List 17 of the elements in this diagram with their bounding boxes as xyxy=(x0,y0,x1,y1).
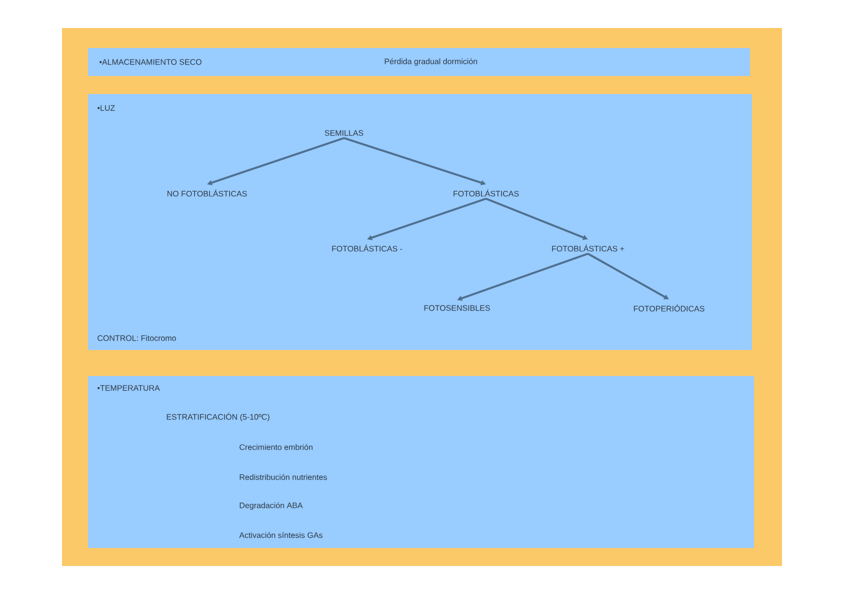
tree-label: FOTOBLÁSTICAS - xyxy=(332,244,402,252)
body-text: •TEMPERATURA xyxy=(98,385,160,391)
tree-label: SEMILLAS xyxy=(324,130,364,136)
tree-label: FOTOBLÁSTICAS + xyxy=(552,244,624,252)
body-text: Redistribución nutrientes xyxy=(240,474,327,480)
body-text: Crecimiento embrión xyxy=(240,444,312,450)
body-text: Pérdida gradual dormición xyxy=(384,58,478,66)
body-text: CONTROL: Fitocromo xyxy=(98,335,176,341)
body-text: •ALMACENAMIENTO SECO xyxy=(100,59,202,65)
tree-label: FOTOSENSIBLES xyxy=(424,305,490,311)
body-text: ESTRATIFICACIÓN (5-10ºC) xyxy=(166,412,270,422)
body-text: •LUZ xyxy=(98,105,115,111)
tree-label: NO FOTOBLÁSTICAS xyxy=(168,190,247,196)
tree-label: FOTOBLÁSTICAS xyxy=(454,190,519,196)
body-text: Degradación ABA xyxy=(240,502,303,510)
tree-label: FOTOPERIÓDICAS xyxy=(634,304,704,312)
body-text: Activación síntesis GAs xyxy=(239,532,322,538)
